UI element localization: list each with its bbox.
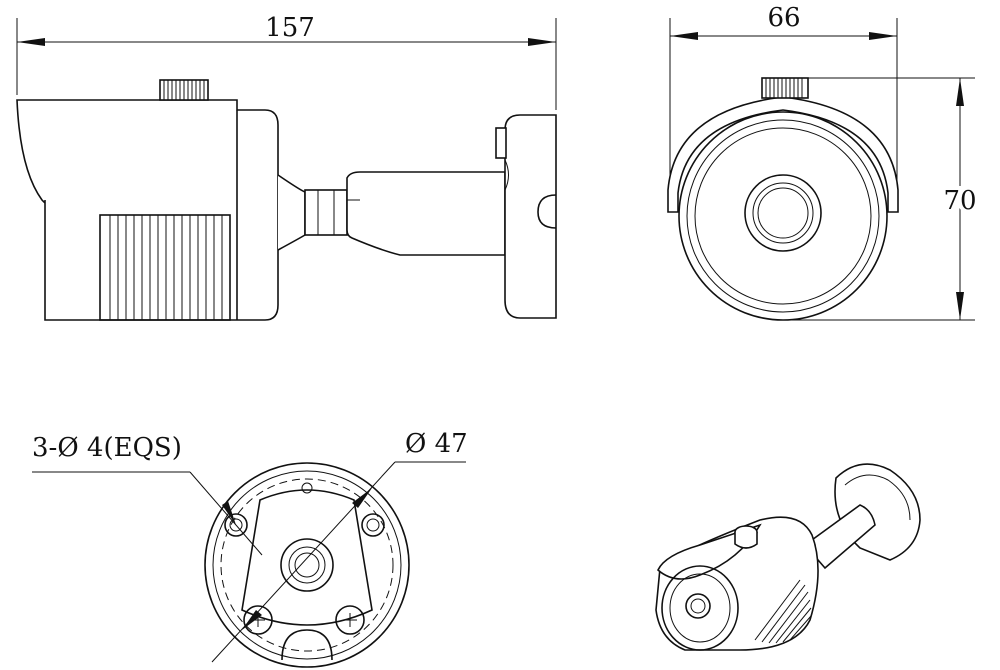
- mounting-hole: [361, 513, 385, 537]
- front-view: 66 70: [667, 3, 981, 321]
- front-body-outer: [678, 111, 888, 321]
- side-view: 157: [16, 13, 557, 321]
- front-lens-ring: [744, 174, 822, 252]
- pcd-label: Ø 47: [405, 429, 468, 459]
- adjust-knob: [159, 79, 209, 101]
- mount-base: [495, 114, 557, 319]
- iso-lens: [685, 593, 711, 619]
- mount-arm: [277, 171, 506, 256]
- dimension-height: 70: [790, 77, 981, 321]
- mounting-screw: [335, 605, 365, 635]
- base-plate-outer: [204, 462, 410, 668]
- dimension-length: 157: [16, 13, 557, 110]
- base-cable-hole: [280, 538, 334, 592]
- dimension-width: 66: [669, 3, 898, 205]
- isometric-view: [655, 463, 921, 651]
- front-sunshield: [667, 96, 899, 213]
- holes-label: 3-Ø 4(EQS): [32, 433, 182, 463]
- iso-face: [661, 565, 739, 651]
- iso-knob: [734, 525, 758, 549]
- cooling-fins: [99, 214, 231, 321]
- iso-arm: [803, 504, 876, 570]
- front-knob: [761, 77, 809, 99]
- mounting-hole: [224, 513, 248, 537]
- dimension-width-label: 66: [767, 3, 800, 33]
- base-view: 3-Ø 4(EQS) Ø 47: [32, 429, 468, 668]
- base-boss: [241, 489, 373, 626]
- leader-lines: [189, 461, 396, 663]
- iso-fins: [754, 579, 812, 644]
- dimension-length-label: 157: [265, 13, 315, 43]
- dimension-height-label: 70: [943, 186, 976, 216]
